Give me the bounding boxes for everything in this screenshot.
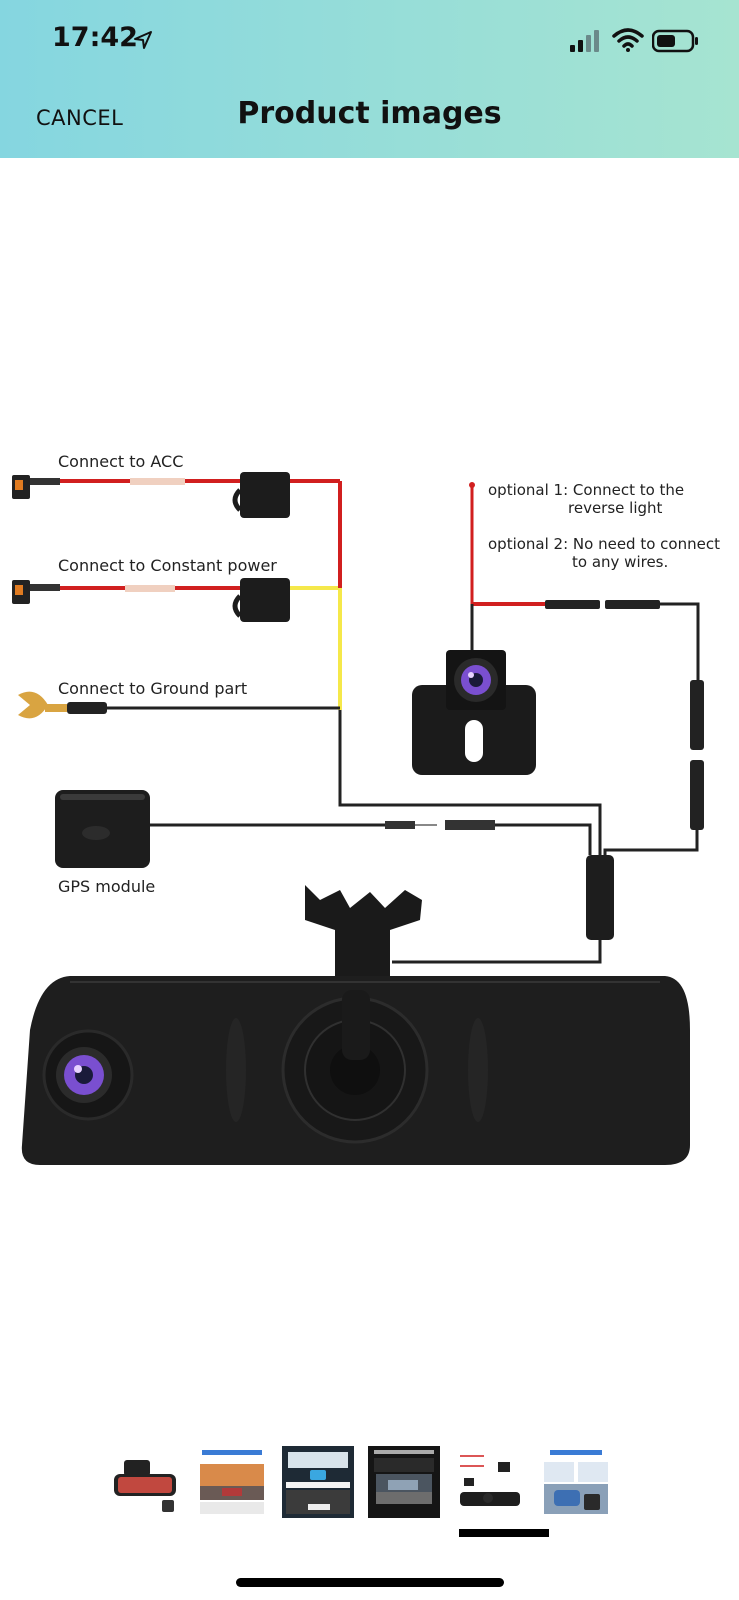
thumbnail-6[interactable] (540, 1446, 612, 1518)
gps-module (55, 790, 592, 868)
label-acc: Connect to ACC (58, 452, 183, 471)
wifi-icon (612, 28, 644, 52)
status-time: 17:42 (52, 22, 138, 53)
page-title: Product images (237, 96, 502, 131)
product-image-wiring-diagram[interactable]: Connect to ACC Connect to Constant power… (0, 430, 739, 1200)
acc-connector (12, 472, 340, 518)
rear-camera (412, 482, 704, 855)
label-gps: GPS module (58, 877, 155, 896)
app-header: 17:42 CANCEL Product images (0, 0, 739, 158)
cable-junction (586, 855, 614, 940)
home-indicator[interactable] (236, 1578, 504, 1587)
thumbnail-3[interactable] (282, 1446, 354, 1518)
battery-icon (652, 29, 698, 53)
label-ground: Connect to Ground part (58, 679, 247, 698)
ground-connector (18, 691, 340, 719)
constant-power-connector (12, 578, 340, 622)
label-optional-1-line-1: optional 1: Connect to the (488, 481, 684, 499)
thumbnail-2[interactable] (196, 1446, 268, 1518)
location-arrow-icon (134, 31, 152, 49)
thumbnail-1[interactable] (110, 1446, 182, 1518)
cancel-button[interactable]: CANCEL (36, 106, 124, 130)
label-constant-power: Connect to Constant power (58, 556, 277, 575)
label-optional-2-line-2: to any wires. (572, 553, 668, 571)
selected-thumbnail-indicator (459, 1529, 549, 1537)
thumbnail-strip (110, 1446, 630, 1520)
thumbnail-4[interactable] (368, 1446, 440, 1518)
label-optional-2-line-1: optional 2: No need to connect (488, 535, 720, 553)
cellular-signal-icon (570, 30, 599, 52)
label-optional-1-line-2: reverse light (568, 499, 663, 517)
thumbnail-5-selected[interactable] (454, 1446, 526, 1518)
mirror-dash-cam (21, 885, 691, 1165)
